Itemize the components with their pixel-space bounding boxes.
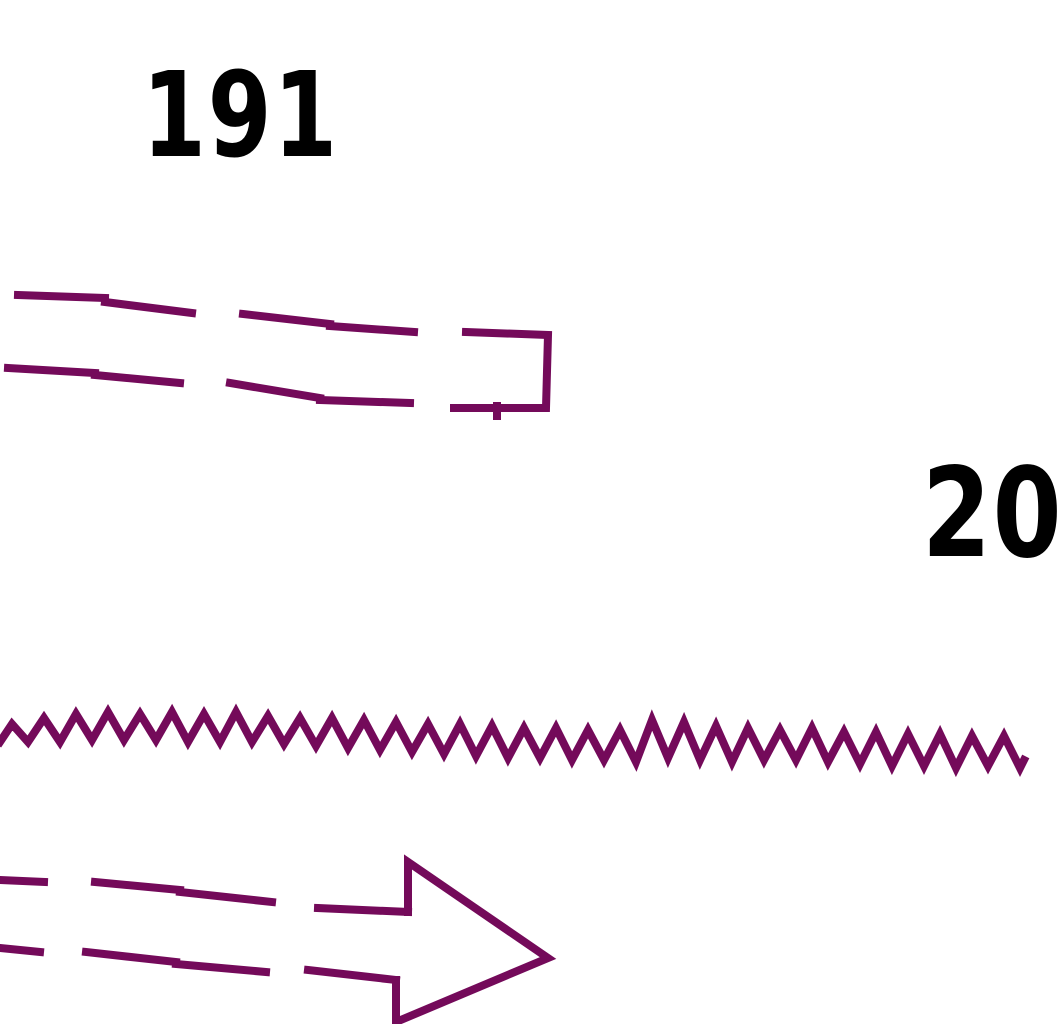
dashed-arrow-bottom-1 <box>0 943 45 957</box>
reference-label-20: 20 <box>922 442 1063 586</box>
dashed-box-top-4 <box>325 321 419 337</box>
dashed-arrow-bottom-2 <box>81 947 181 967</box>
dashed-box-top-2 <box>100 297 197 318</box>
dashed-box-bottom-3 <box>225 378 325 403</box>
dashed-box-bottom-4 <box>315 395 415 408</box>
dashed-arrow-bottom-3 <box>171 959 271 977</box>
dashed-arrow-bottom-4 <box>303 965 401 985</box>
dashed-box-top-3 <box>238 309 335 329</box>
dashed-box-top-1 <box>13 290 110 303</box>
dashed-box-end <box>450 327 553 412</box>
dashed-arrow-top-3 <box>175 887 277 907</box>
dashed-box-arrow <box>3 290 553 420</box>
dashed-block-arrow <box>0 854 557 1024</box>
wavy-line <box>0 703 1030 778</box>
dashed-arrow-head <box>392 854 557 1024</box>
dashed-box-bottom-1 <box>3 363 100 378</box>
dashed-arrow-top-4 <box>313 903 413 917</box>
dashed-arrow-top-1 <box>0 875 49 887</box>
dashed-box-bottom-2 <box>90 370 185 388</box>
diagram-canvas: 191 20 <box>0 46 1062 1024</box>
diagram-drawing <box>0 290 1030 1024</box>
reference-label-191: 191 <box>142 46 339 184</box>
dashed-arrow-top-2 <box>90 877 185 895</box>
